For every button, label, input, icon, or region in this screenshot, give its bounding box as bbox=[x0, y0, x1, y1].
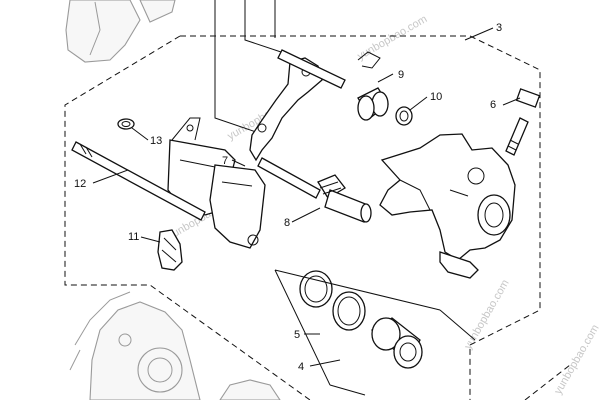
callout-6: 6 bbox=[490, 99, 496, 111]
part-12-pad-pin bbox=[71, 141, 206, 221]
part-11-pad-spring bbox=[157, 229, 183, 271]
callout-12: 12 bbox=[74, 178, 86, 190]
part-9-pin-boot bbox=[357, 87, 389, 121]
part-13-washer bbox=[117, 118, 135, 130]
callout-11: 11 bbox=[128, 231, 139, 243]
part-6-bleed-screw bbox=[505, 88, 541, 156]
callout-10: 10 bbox=[430, 91, 442, 103]
watermark: yunbopbao.com bbox=[552, 323, 600, 397]
callout-5: 5 bbox=[294, 329, 300, 341]
leader-lines bbox=[92, 27, 521, 367]
brake-pad-right bbox=[209, 164, 266, 249]
callout-4: 4 bbox=[298, 361, 304, 373]
watermark: yunbopbao.com bbox=[462, 278, 512, 352]
slide-pin-lower bbox=[257, 157, 321, 199]
callout-3: 3 bbox=[496, 22, 502, 34]
part-5-piston-seals bbox=[299, 270, 366, 331]
callout-9: 9 bbox=[398, 69, 404, 81]
piston-group-bracket bbox=[274, 269, 476, 396]
callout-8: 8 bbox=[284, 217, 290, 229]
assembly-outline bbox=[64, 35, 571, 400]
background-hub bbox=[69, 291, 281, 400]
watermark: yunbopbao.com bbox=[356, 13, 430, 63]
retaining-clip-top bbox=[357, 51, 381, 69]
part-10-bushing bbox=[395, 106, 413, 126]
mounting-bracket-outline bbox=[214, 0, 291, 136]
slide-pin-upper bbox=[277, 49, 346, 89]
callout-13: 13 bbox=[150, 135, 162, 147]
part-4-piston bbox=[370, 317, 423, 369]
callout-7: 7 bbox=[222, 155, 228, 167]
callout-labels: 3 4 5 6 7 8 9 10 11 12 13 bbox=[74, 22, 502, 373]
part-3-caliper-body bbox=[379, 133, 516, 279]
background-fork-leg bbox=[65, 0, 176, 63]
part-8-slide-pin bbox=[317, 174, 372, 223]
